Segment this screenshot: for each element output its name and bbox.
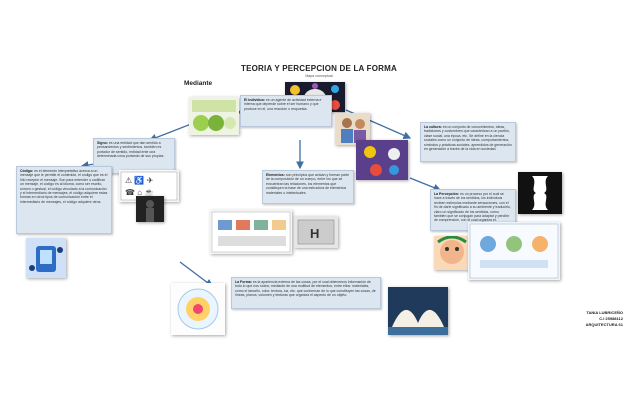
map-title: TEORIA Y PERCEPCION DE LA FORMA — [241, 64, 397, 73]
arrow-to-forma — [179, 261, 214, 287]
vase-illusion-image — [518, 172, 562, 214]
forma-shapes-image — [171, 283, 225, 335]
map-subtitle: Mapa conceptual — [305, 74, 333, 78]
term-signo: Signo: — [97, 141, 109, 145]
author-id: C.I 25988112 — [599, 316, 623, 321]
author-block: TANIA LUBRICEÑO C.I 25988112 ARQUITECTUR… — [586, 310, 623, 328]
culture-image — [356, 140, 408, 180]
card-la-cultura: La cultura: es un conjunto de conocimien… — [420, 122, 516, 162]
individuo-image — [189, 97, 239, 135]
codigo-image — [26, 238, 66, 278]
senses-chart-image — [468, 222, 560, 280]
text-el-individuo: es un agente de actividad externa e inte… — [244, 98, 322, 111]
term-la-percepcion: La Percepción: — [434, 192, 461, 196]
card-elementos: Elementos: son principios que actúan y f… — [262, 170, 354, 204]
text-elementos: son principios que actúan y forman parte… — [266, 173, 350, 195]
architecture-image — [388, 287, 448, 335]
element-tile-image: H — [294, 216, 338, 248]
svg-text:H: H — [310, 226, 319, 241]
term-codigo: Código: — [20, 169, 35, 173]
text-signo: es una entidad que dan sentido a pensami… — [97, 141, 165, 159]
people-image — [335, 113, 370, 145]
term-la-forma: La Forma: — [235, 280, 253, 284]
card-codigo: Código: es el elemento interpretativo ac… — [16, 166, 112, 234]
svg-text:☎ ⌂ ☕: ☎ ⌂ ☕ — [125, 187, 154, 197]
svg-text:⚠ ♿ ✈: ⚠ ♿ ✈ — [125, 175, 154, 185]
term-la-cultura: La cultura: — [424, 125, 443, 129]
text-la-percepcion: es un proceso por el cual se hace a trav… — [434, 192, 511, 223]
text-la-forma: es la apariencia externa de las cosas, p… — [235, 280, 376, 298]
author-name: TANIA LUBRICEÑO — [586, 310, 623, 315]
connector-label: Mediante — [184, 80, 213, 87]
arrow-to-percepcion — [409, 177, 442, 192]
term-elementos: Elementos: — [266, 173, 286, 177]
author-career: ARQUITECTURA 61 — [585, 322, 623, 327]
silhouette-image — [136, 196, 164, 222]
text-codigo: es el elemento interpretativo acerca a u… — [20, 169, 108, 204]
text-la-cultura: es un conjunto de conocimientos, ideas, … — [424, 125, 512, 152]
term-el-individuo: El individuo: — [244, 98, 266, 102]
elementos-image — [210, 210, 292, 254]
perception-face-image — [434, 236, 470, 270]
card-la-forma: La Forma: es la apariencia externa de la… — [231, 277, 381, 309]
card-el-individuo: El individuo: es un agente de actividad … — [240, 95, 332, 127]
